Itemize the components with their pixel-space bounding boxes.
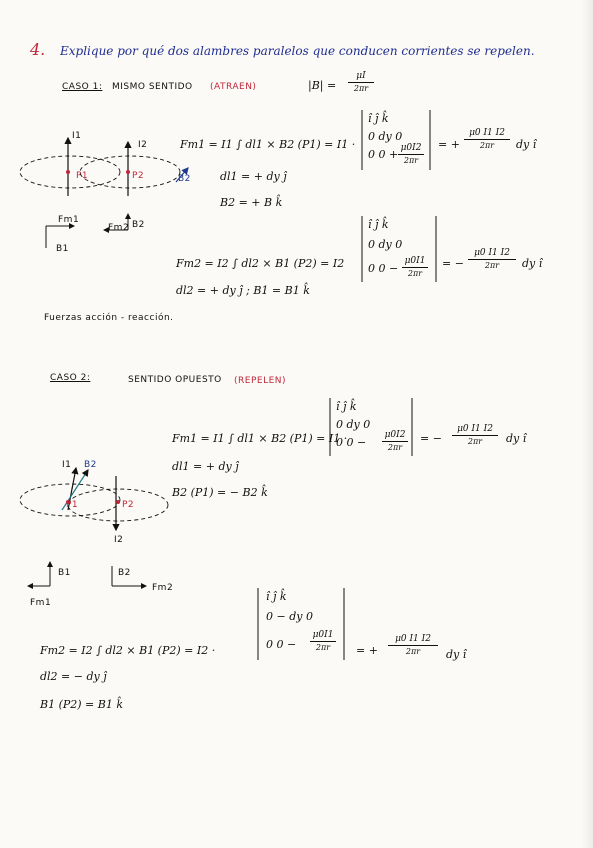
case2-fm2-result-denominator: 2πr [405, 647, 421, 656]
case1-title: MISMO SENTIDO [112, 82, 193, 92]
case2-fm1-equation: Fm1 = I1 ∫ dl1 × B2 (P1) = I1 · [172, 432, 348, 445]
case1-diagram-fm1: Fm1 [58, 215, 80, 225]
case2-point-p2 [116, 500, 120, 504]
case2-b2: B2 (P1) = − B2 k̂ [172, 486, 268, 499]
case1-fm2-result-fraction: μ0 I1 I2 2πr [468, 248, 516, 270]
case1-point-p1 [66, 170, 70, 174]
case2-fm1-result-prefix: = − [420, 432, 442, 445]
case1-conclusion: Fuerzas acción - reacción. [44, 313, 174, 323]
case2-det1-denominator: 2πr [387, 443, 403, 452]
case1-det2-denominator: 2πr [407, 269, 423, 278]
problem-number: 4. [30, 40, 46, 59]
case2-dl2: dl2 = − dy ĵ [40, 670, 107, 683]
case2-fm1-result-fraction: μ0 I1 I2 2πr [452, 424, 498, 446]
case1-diagram-fm2: Fm2 [108, 223, 130, 233]
case2-fm2-equation: Fm2 = I2 ∫ dl2 × B1 (P2) = I2 · [40, 644, 216, 657]
case1-field-ring2 [79, 155, 181, 189]
case2-diagram-b2: B2 [84, 460, 97, 470]
case2-field-ring2 [67, 488, 169, 522]
case1-fm2-result-suffix: dy î [522, 257, 543, 270]
case1-fm1-equation: Fm1 = I1 ∫ dl1 × B2 (P1) = I1 · [180, 138, 356, 151]
case1-note: (ATRAEN) [210, 82, 257, 92]
case1-fm1-result-prefix: = + [438, 138, 460, 151]
case1-b2-arrow [175, 167, 189, 183]
case2-det2-row1: î ĵ k̂ [266, 590, 287, 603]
case1-dl1: dl1 = + dy ĵ [220, 170, 287, 183]
case2-fm2-result-fraction: μ0 I1 I2 2πr [388, 634, 438, 656]
case2-b2-arrow [61, 468, 89, 511]
case1-b2: B2 = + B k̂ [220, 196, 283, 209]
case2-fm1-result-suffix: dy î [506, 432, 527, 445]
case2-b1-p2: B1 (P2) = B1 k̂ [40, 698, 124, 711]
page-edge-shadow [581, 0, 593, 848]
case1-det1-fraction: μ0I2 2πr [398, 143, 424, 165]
case2-det1-fraction: μ0I2 2πr [382, 430, 408, 452]
b-magnitude-label: |B| = [308, 79, 337, 92]
case2-det1-row2: 0 dy 0 [336, 418, 371, 431]
case1-diagram-b2: B2 [178, 174, 191, 184]
case1-point-p2 [126, 170, 130, 174]
case1-det1-denominator: 2πr [403, 156, 419, 165]
case1-det2-row3: 0 0 − [368, 262, 399, 275]
case1-det1-row1: î ĵ k̂ [368, 112, 389, 125]
case2-diagram-i2: I2 [114, 535, 124, 545]
case1-fm2-equation: Fm2 = I2 ∫ dl2 × B1 (P2) = I2 [176, 257, 345, 270]
case2-det2-row3: 0 0 − [266, 638, 297, 651]
case1-diagram-p2: P2 [132, 171, 145, 181]
case2-det1-numerator: μ0I2 [384, 430, 406, 440]
case2-diagram-p1: P1 [66, 500, 79, 510]
case1-dl2: dl2 = + dy ĵ ; B1 = B1 k̂ [176, 284, 310, 297]
case2-det2-row2: 0 − dy 0 [266, 610, 313, 623]
case2-diagram-fm2: Fm2 [152, 583, 174, 593]
case1-det1-row2: 0 dy 0 [368, 130, 403, 143]
case1-fm1-result-numerator: μ0 I1 I2 [469, 128, 505, 138]
case1-fm2-result-prefix: = − [442, 257, 464, 270]
case1-diagram-b2-vector: B2 [132, 220, 145, 230]
case1-diagram-i1: I1 [72, 131, 82, 141]
case2-wire1 [67, 466, 79, 511]
case1-det2-fraction: μ0I1 2πr [402, 256, 428, 278]
case2-dl1: dl1 = + dy ĵ [172, 460, 239, 473]
b-magnitude-denominator: 2πr [353, 84, 369, 93]
case1-det2-numerator: μ0I1 [404, 256, 426, 266]
case1-field-ring1 [19, 155, 121, 189]
case2-fm1-result-denominator: 2πr [467, 437, 483, 446]
case2-det1-row3: 0 0 − [336, 436, 367, 449]
case1-det1-row3: 0 0 + [368, 148, 399, 161]
case1-fm1-result-denominator: 2πr [479, 141, 495, 150]
case2-field-ring1 [19, 483, 121, 517]
case1-diagram-i2: I2 [138, 140, 148, 150]
case1-det1-numerator: μ0I2 [400, 143, 422, 153]
case2-note: (REPELEN) [234, 376, 287, 386]
case2-point-p1 [66, 500, 70, 504]
case2-diagram-fm1: Fm1 [30, 598, 52, 608]
case2-fm2-result-numerator: μ0 I1 I2 [395, 634, 431, 644]
case1-fm1-result-suffix: dy î [516, 138, 537, 151]
case2-det2-numerator: μ0I1 [312, 630, 334, 640]
case2-diagram-b2-vector: B2 [118, 568, 131, 578]
case2-det2-denominator: 2πr [315, 643, 331, 652]
case2-diagram-p2: P2 [122, 500, 135, 510]
case2-title: SENTIDO OPUESTO [128, 375, 222, 385]
b-magnitude-numerator: μI [356, 71, 366, 81]
case1-diagram-b1: B1 [56, 244, 69, 254]
case1-fm2-result-numerator: μ0 I1 I2 [474, 248, 510, 258]
case1-fm2-result-denominator: 2πr [484, 261, 500, 270]
case2-diagram-b1: B1 [58, 568, 71, 578]
case2-fm2-result-suffix: dy î [446, 648, 467, 661]
case1-fm1-result-fraction: μ0 I1 I2 2πr [464, 128, 510, 150]
case1-label: CASO 1: [62, 82, 103, 92]
case2-det1-row1: î ĵ k̂ [336, 400, 357, 413]
case2-fm2-result-prefix: = + [356, 644, 378, 657]
case1-det2-row2: 0 dy 0 [368, 238, 403, 251]
problem-statement: Explique por qué dos alambres paralelos … [60, 44, 535, 58]
case2-fm1-result-numerator: μ0 I1 I2 [457, 424, 493, 434]
case1-det2-row1: î ĵ k̂ [368, 218, 389, 231]
case2-diagram-i1: I1 [62, 460, 72, 470]
b-magnitude-fraction: μI 2πr [348, 71, 374, 93]
case2-det2-fraction: μ0I1 2πr [310, 630, 336, 652]
case2-label: CASO 2: [50, 373, 91, 383]
